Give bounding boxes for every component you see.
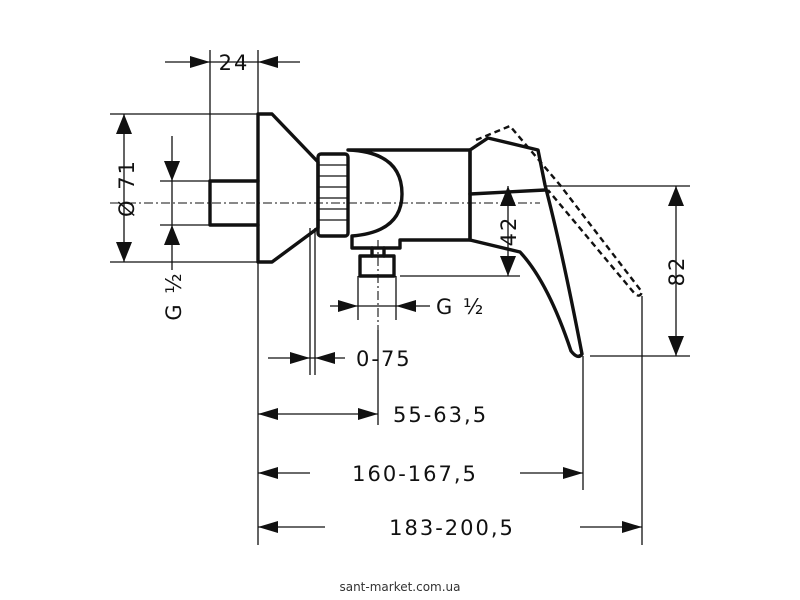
dimension-183-200-5 — [258, 521, 642, 533]
dimension-diameter-71 — [116, 114, 132, 262]
dimension-inlet-thread — [164, 136, 180, 270]
label-inlet-thread: G ½ — [162, 271, 186, 320]
label-outlet-thread: G ½ — [436, 295, 485, 319]
label-0-75: 0-75 — [356, 347, 412, 371]
label-diameter-71: Ø 71 — [115, 159, 139, 217]
dimension-42 — [500, 186, 516, 276]
label-55-63-5: 55-63,5 — [393, 403, 488, 427]
dimension-24 — [165, 56, 300, 68]
label-24: 24 — [219, 51, 250, 75]
center-lines — [110, 202, 540, 330]
faucet-outline — [208, 112, 644, 359]
label-183-200-5: 183-200,5 — [389, 516, 515, 540]
watermark-text: sant-market.com.ua — [339, 580, 460, 594]
dimension-0-75 — [268, 352, 345, 364]
dimension-55-63-5 — [258, 408, 378, 420]
dimension-outlet-thread — [330, 300, 430, 312]
dimension-160-167-5 — [258, 467, 583, 479]
dimension-82 — [668, 186, 684, 356]
label-82: 82 — [665, 256, 689, 287]
label-160-167-5: 160-167,5 — [352, 462, 478, 486]
extension-lines — [110, 50, 690, 545]
label-42: 42 — [497, 216, 521, 247]
